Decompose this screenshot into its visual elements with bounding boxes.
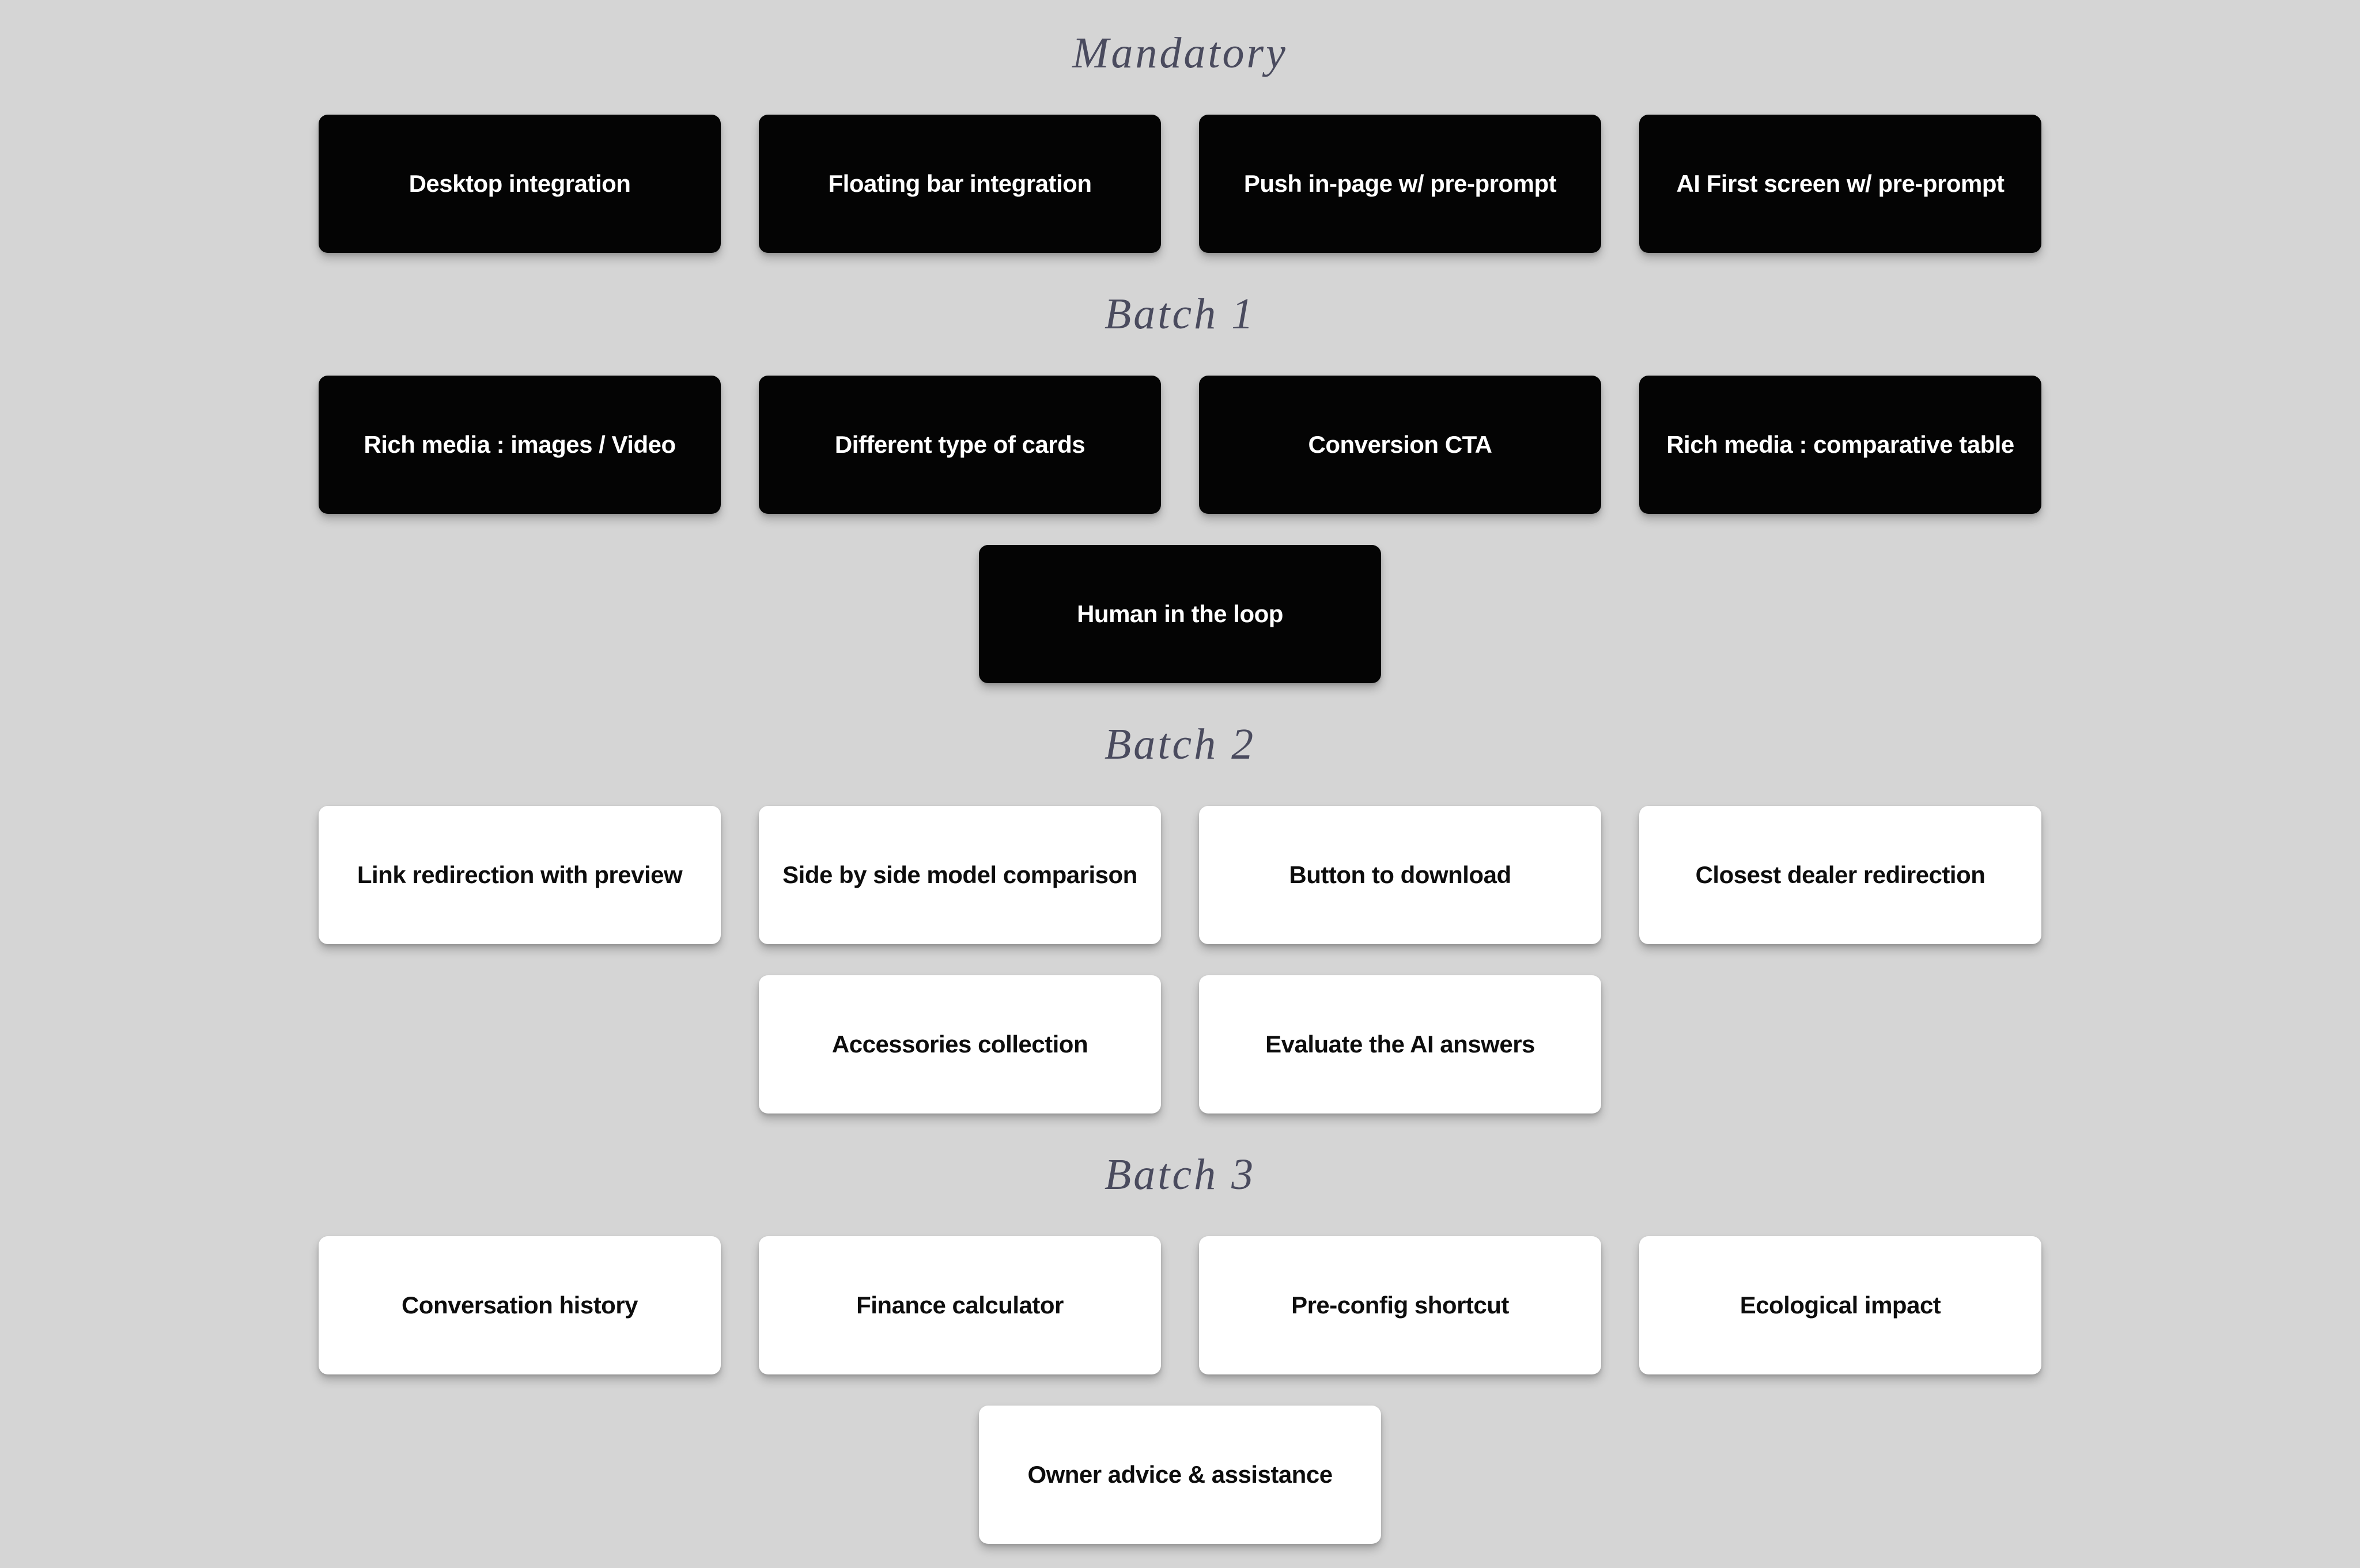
card-push-in-page-pre-prompt[interactable]: Push in-page w/ pre-prompt: [1199, 114, 1601, 253]
card-closest-dealer-redirection[interactable]: Closest dealer redirection: [1639, 805, 2041, 944]
card-rich-media-comparative-table[interactable]: Rich media : comparative table: [1639, 375, 2041, 514]
card-row-batch-1-2: Human in the loop: [0, 544, 2360, 683]
card-row-batch-2-2: Accessories collection Evaluate the AI a…: [0, 975, 2360, 1113]
card-finance-calculator[interactable]: Finance calculator: [759, 1236, 1161, 1374]
card-side-by-side-model-comparison[interactable]: Side by side model comparison: [759, 805, 1161, 944]
card-accessories-collection[interactable]: Accessories collection: [759, 975, 1161, 1113]
card-pre-config-shortcut[interactable]: Pre-config shortcut: [1199, 1236, 1601, 1374]
card-evaluate-the-ai-answers[interactable]: Evaluate the AI answers: [1199, 975, 1601, 1113]
card-row-batch-2-1: Link redirection with preview Side by si…: [0, 805, 2360, 944]
card-rich-media-images-video[interactable]: Rich media : images / Video: [319, 375, 721, 514]
card-conversation-history[interactable]: Conversation history: [319, 1236, 721, 1374]
card-row-mandatory-1: Desktop integration Floating bar integra…: [0, 114, 2360, 253]
section-title-batch-2: Batch 2: [1104, 719, 1256, 768]
section-batch-2: Batch 2 Link redirection with preview Si…: [0, 714, 2360, 1113]
card-ai-first-screen-pre-prompt[interactable]: AI First screen w/ pre-prompt: [1639, 114, 2041, 253]
card-human-in-the-loop[interactable]: Human in the loop: [979, 544, 1381, 683]
section-title-mandatory: Mandatory: [1072, 29, 1288, 77]
card-row-batch-1-1: Rich media : images / Video Different ty…: [0, 375, 2360, 514]
section-mandatory: Mandatory Desktop integration Floating b…: [0, 23, 2360, 253]
section-title-batch-3: Batch 3: [1104, 1150, 1256, 1199]
card-owner-advice-assistance[interactable]: Owner advice & assistance: [979, 1405, 1381, 1544]
section-title-batch-1: Batch 1: [1104, 289, 1256, 338]
card-button-to-download[interactable]: Button to download: [1199, 805, 1601, 944]
section-batch-1: Batch 1 Rich media : images / Video Diff…: [0, 284, 2360, 683]
card-link-redirection-with-preview[interactable]: Link redirection with preview: [319, 805, 721, 944]
card-floating-bar-integration[interactable]: Floating bar integration: [759, 114, 1161, 253]
card-desktop-integration[interactable]: Desktop integration: [319, 114, 721, 253]
card-row-batch-3-2: Owner advice & assistance: [0, 1405, 2360, 1544]
section-batch-3: Batch 3 Conversation history Finance cal…: [0, 1145, 2360, 1544]
card-row-batch-3-1: Conversation history Finance calculator …: [0, 1236, 2360, 1374]
card-different-type-of-cards[interactable]: Different type of cards: [759, 375, 1161, 514]
card-conversion-cta[interactable]: Conversion CTA: [1199, 375, 1601, 514]
card-ecological-impact[interactable]: Ecological impact: [1639, 1236, 2041, 1374]
